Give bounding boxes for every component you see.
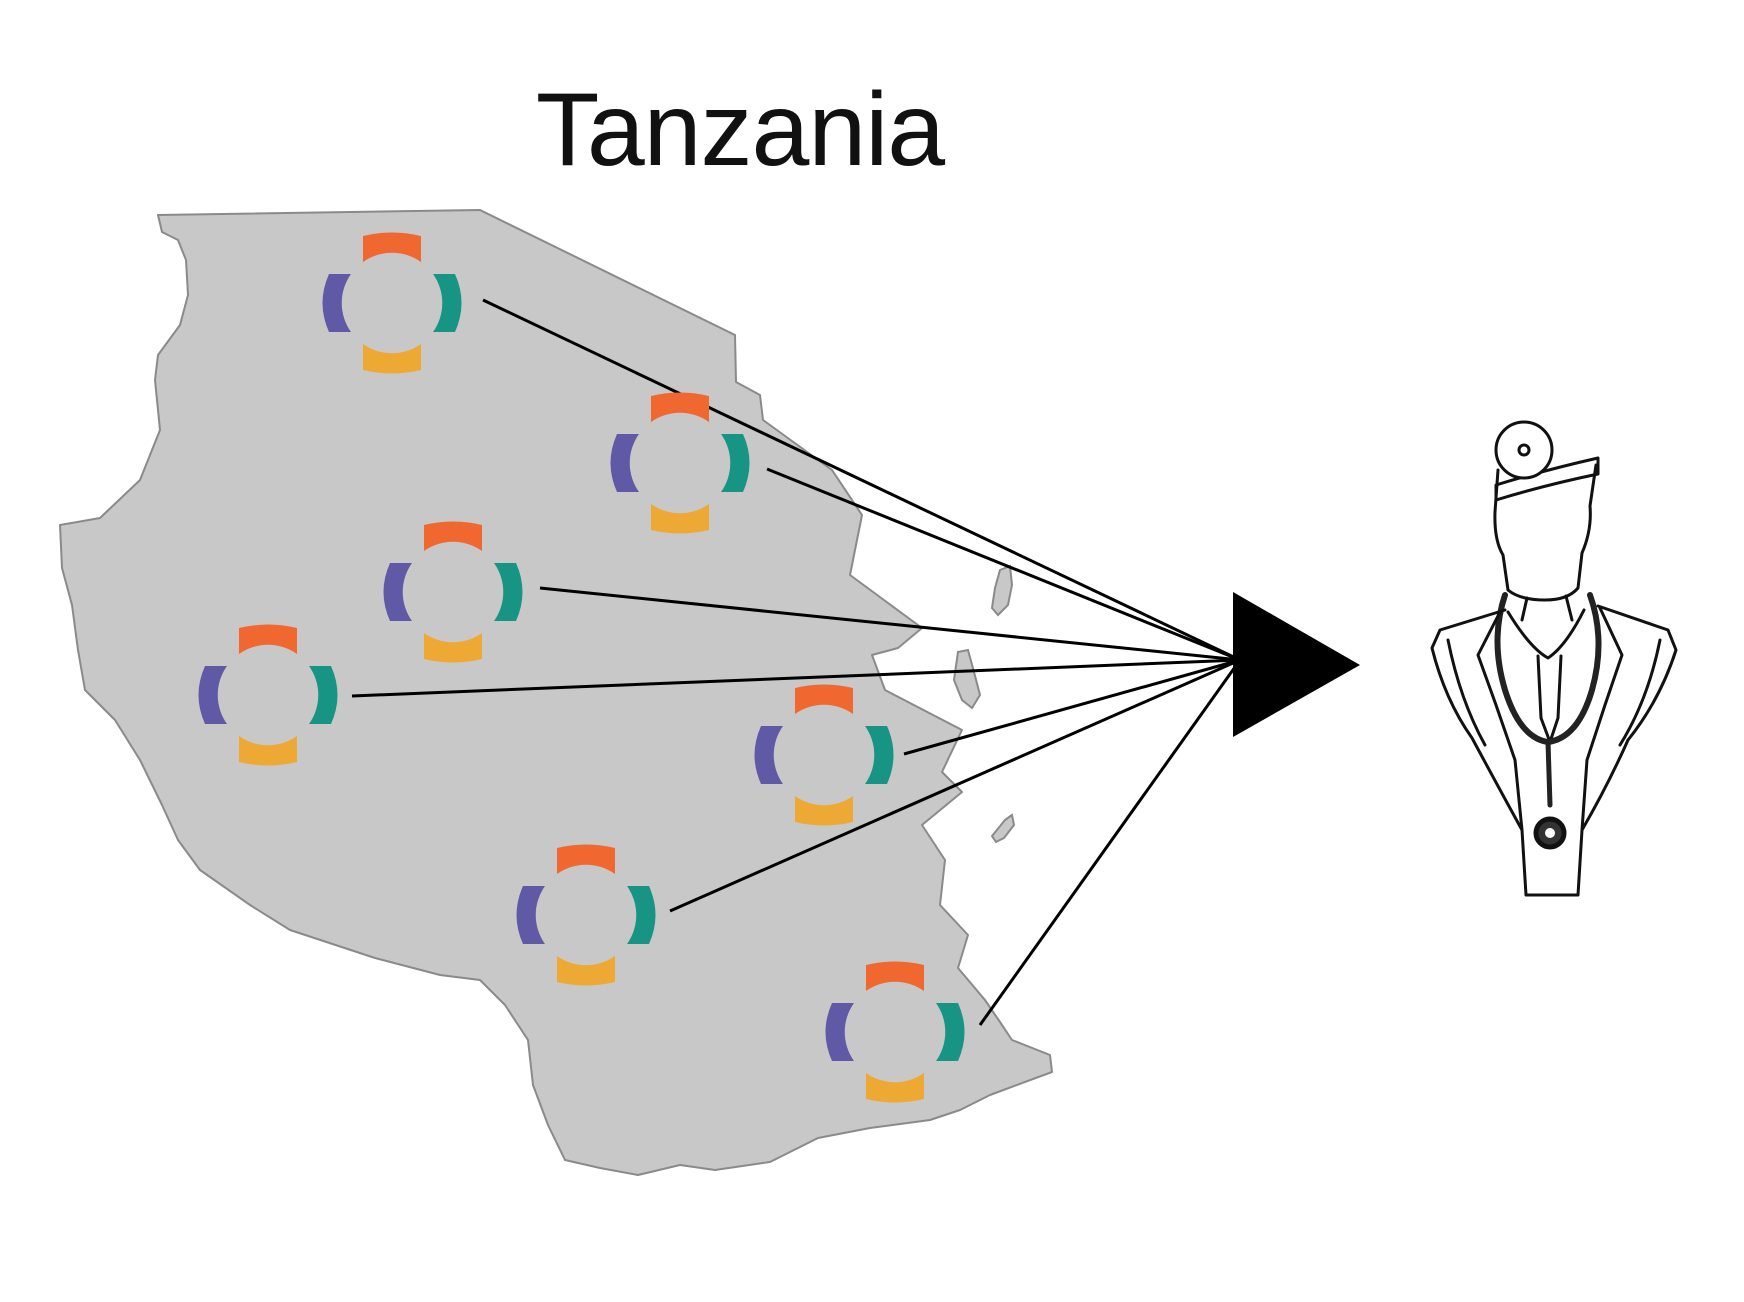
connection-line-6 <box>669 658 1241 913</box>
health-facility-logo-icon <box>825 961 965 1103</box>
pemba-island <box>990 564 1014 617</box>
connection-line-3 <box>539 586 1241 662</box>
health-facility-logo-icon <box>610 392 750 534</box>
connection-line-5 <box>903 658 1241 756</box>
health-facility-logo-icon <box>516 844 656 986</box>
health-facility-logo-icon <box>754 684 894 826</box>
health-facility-logo-icon <box>322 232 462 374</box>
mafia-island <box>990 813 1016 844</box>
connection-line-2 <box>766 467 1241 662</box>
doctor-icon <box>1430 420 1678 897</box>
connection-line-4 <box>351 658 1241 698</box>
zanzibar-island <box>952 648 982 710</box>
health-facility-logo-icon <box>198 624 338 766</box>
connection-line-7 <box>978 659 1242 1026</box>
map-title: Tanzania <box>535 72 945 188</box>
connection-line-1 <box>482 298 1241 662</box>
connection-lines <box>351 298 1242 1026</box>
arrowhead-icon <box>1233 592 1360 737</box>
health-facility-logo-icon <box>383 521 523 663</box>
